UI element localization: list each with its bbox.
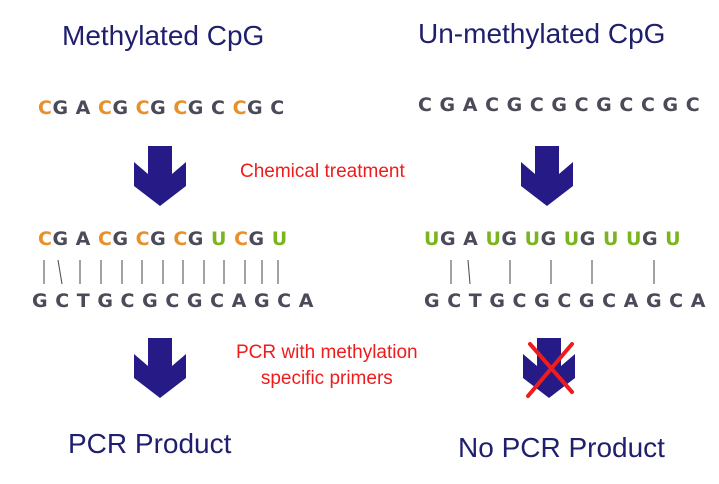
methylated-cytosine: C — [234, 228, 249, 250]
methylated-cytosine: C — [232, 97, 248, 119]
uracil-base: U — [485, 228, 502, 250]
right-pairing-ticks — [450, 259, 655, 285]
uracil-base: U — [665, 228, 682, 250]
left-complement-sequence: G C T G C G C G C A G C A — [32, 290, 314, 312]
base-segment: G — [579, 228, 603, 250]
uracil-base: U — [424, 228, 440, 250]
base-segment: G — [540, 228, 564, 250]
right-treated-sequence: UG A UG UG UG U UG U — [424, 228, 681, 250]
methylated-cytosine: C — [135, 228, 151, 250]
base-segment: G A — [52, 228, 98, 250]
methylated-cytosine: C — [173, 228, 188, 250]
methylated-cytosine: C — [38, 97, 53, 119]
uracil-base: U — [271, 228, 288, 250]
base-segment: G A — [439, 228, 486, 250]
result-no-pcr-product: No PCR Product — [458, 432, 665, 463]
left-pairing-ticks — [43, 259, 279, 285]
base-segment: G — [187, 228, 211, 250]
pcr-label-line2: specific primers — [260, 368, 393, 389]
right-original-sequence: C G A C G C G C G C C G C — [418, 94, 701, 116]
methylated-cytosine: C — [38, 228, 53, 250]
base-segment: G — [150, 97, 174, 119]
base-segment: G — [112, 228, 136, 250]
base-segment: G A — [52, 97, 98, 119]
base-segment: G — [112, 97, 136, 119]
heading-methylated: Methylated CpG — [62, 20, 265, 51]
chemical-treatment-label: Chemical treatment — [240, 161, 405, 182]
uracil-base: U — [563, 228, 580, 250]
base-segment: G C — [247, 97, 285, 119]
uracil-base: U — [626, 228, 642, 250]
right-complement-sequence: G C T G C G C G C A G C A — [424, 290, 706, 312]
left-treated-sequence: CG A CG CG CG U CG U — [38, 228, 288, 250]
base-segment: G — [150, 228, 174, 250]
arrow-left-treatment — [134, 146, 186, 206]
left-original-sequence: CG A CG CG CG C CG C — [38, 97, 285, 119]
pcr-label-line1: PCR with methylation — [236, 342, 418, 363]
base-segment: G C — [187, 97, 233, 119]
methylated-cytosine: C — [135, 97, 151, 119]
pcr-label: PCR with methylation specific primers — [236, 340, 418, 392]
uracil-base: U — [602, 228, 619, 250]
base-segment: G — [501, 228, 525, 250]
methylated-cytosine: C — [173, 97, 188, 119]
methylated-cytosine: C — [97, 228, 113, 250]
base-segment: G — [641, 228, 666, 250]
arrow-right-treatment — [521, 146, 573, 206]
heading-unmethylated: Un-methylated CpG — [418, 18, 666, 49]
uracil-base: U — [524, 228, 541, 250]
methylated-cytosine: C — [97, 97, 113, 119]
arrow-left-pcr — [134, 338, 186, 398]
result-pcr-product: PCR Product — [68, 428, 232, 459]
cross-icon — [526, 342, 574, 398]
base-segment: G — [248, 228, 272, 250]
uracil-base: U — [211, 228, 227, 250]
